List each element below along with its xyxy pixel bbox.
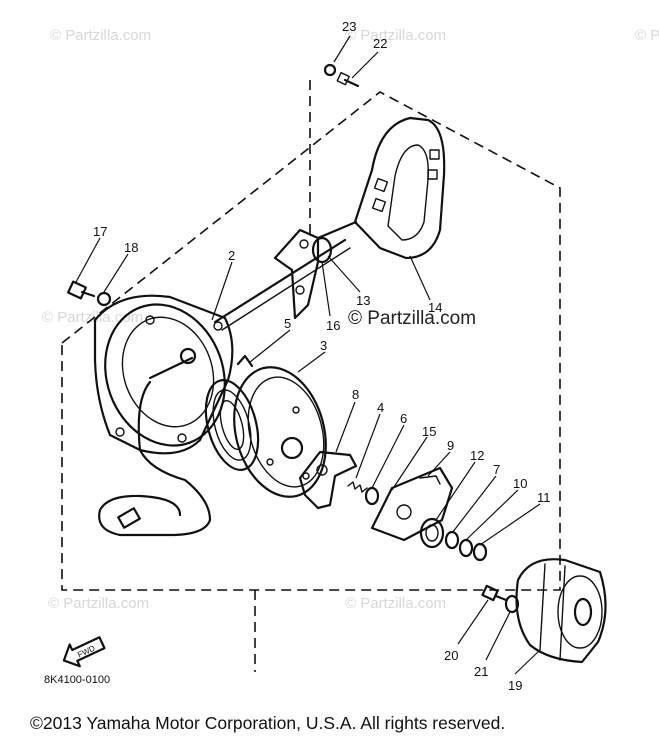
callout-16: 16 xyxy=(326,318,340,333)
callout-19: 19 xyxy=(508,678,522,693)
callout-5: 5 xyxy=(284,316,291,331)
diagram-code: 8K4100-0100 xyxy=(44,674,110,686)
callout-23: 23 xyxy=(342,19,356,34)
callout-10: 10 xyxy=(513,476,527,491)
watermark: © Partzilla.com xyxy=(50,27,151,44)
center-watermark: © Partzilla.com xyxy=(348,308,476,329)
watermark: © Partzilla.com xyxy=(345,27,446,44)
starter-case xyxy=(93,294,234,455)
nut-stack xyxy=(444,530,488,562)
watermark: © Partzilla.com xyxy=(345,595,446,612)
left-bolt xyxy=(67,280,112,307)
rope-shaft xyxy=(213,238,351,331)
small-washer xyxy=(364,486,380,506)
callout-labels: 23 22 17 18 2 5 16 13 14 3 8 4 6 15 9 12… xyxy=(93,19,551,693)
callout-21: 21 xyxy=(474,664,488,679)
ratchet-pawl xyxy=(298,450,358,510)
rope-guide-bracket xyxy=(273,228,333,320)
callout-15: 15 xyxy=(422,424,436,439)
watermark: © Partzilla.com xyxy=(635,27,659,44)
friction-spring xyxy=(347,481,368,493)
watermark-grid: © Partzilla.com © Partzilla.com © Partzi… xyxy=(42,27,659,612)
callout-8: 8 xyxy=(352,387,359,402)
wire-harness xyxy=(98,380,212,537)
assembly-boundary xyxy=(61,80,561,672)
callout-9: 9 xyxy=(447,438,454,453)
callout-4: 4 xyxy=(377,400,384,415)
recoil-spring xyxy=(204,354,260,471)
watermark: © Partzilla.com xyxy=(48,595,149,612)
callout-3: 3 xyxy=(320,338,327,353)
drive-cup xyxy=(515,558,607,664)
callout-17: 17 xyxy=(93,224,107,239)
callout-18: 18 xyxy=(124,240,138,255)
callout-12: 12 xyxy=(470,448,484,463)
top-bolt xyxy=(323,63,360,88)
callout-22: 22 xyxy=(373,36,387,51)
callout-14: 14 xyxy=(428,300,442,315)
callout-6: 6 xyxy=(400,411,407,426)
callout-13: 13 xyxy=(356,293,370,308)
callout-11: 11 xyxy=(537,490,551,505)
leader-lines xyxy=(75,35,541,675)
callout-7: 7 xyxy=(493,462,500,477)
starter-pulley xyxy=(233,366,327,498)
copyright-notice: ©2013 Yamaha Motor Corporation, U.S.A. A… xyxy=(30,713,505,733)
callout-20: 20 xyxy=(444,648,458,663)
bottom-bolt xyxy=(481,584,520,614)
callout-2: 2 xyxy=(228,248,235,263)
starter-handle xyxy=(316,116,446,260)
watermark: © Partzilla.com xyxy=(42,309,143,326)
fwd-arrow: FWD xyxy=(62,636,106,668)
friction-plate xyxy=(370,466,454,542)
washer-12 xyxy=(419,517,445,549)
